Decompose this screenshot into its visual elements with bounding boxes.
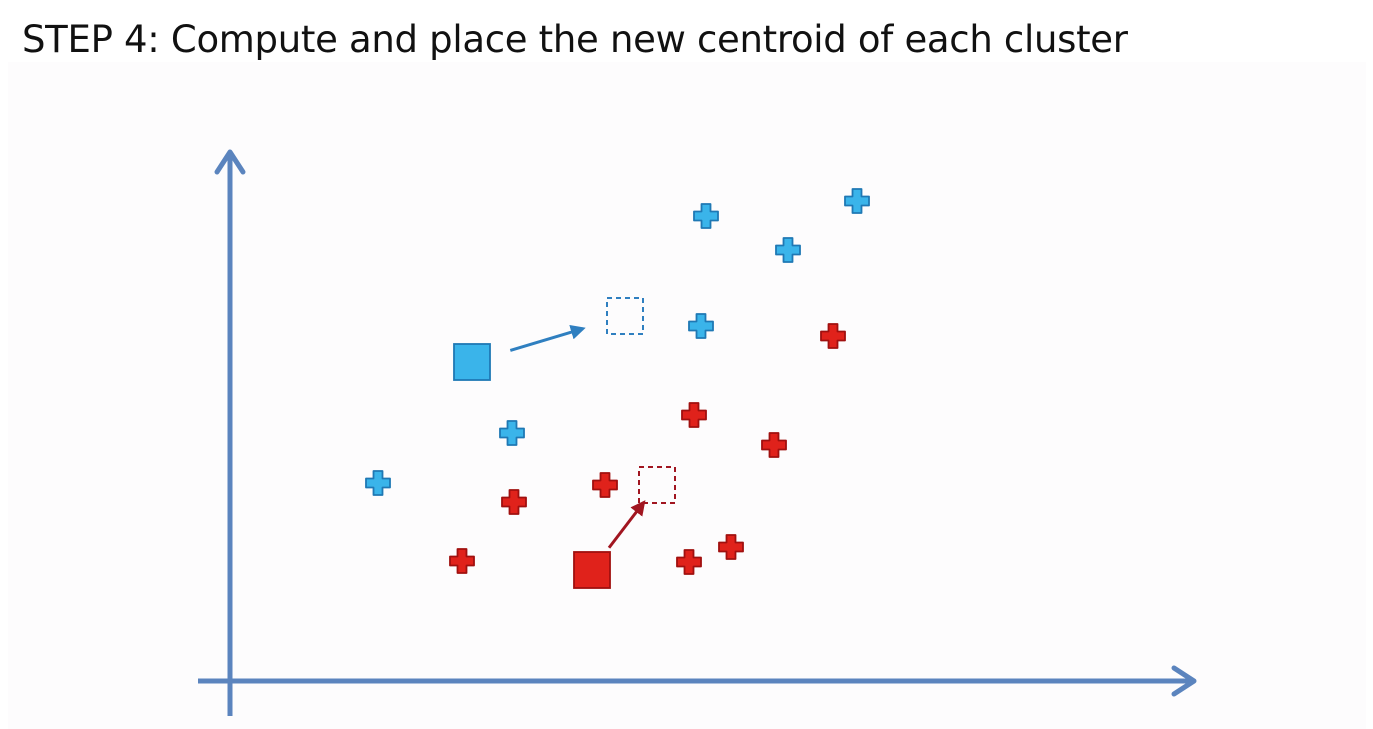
y-axis-arrowhead (214, 149, 246, 175)
points-layer (365, 188, 870, 575)
red-new-centroid (638, 466, 676, 504)
red-point-5 (501, 489, 527, 515)
diagram-panel (8, 62, 1366, 729)
blue-point-5 (499, 420, 525, 446)
x-axis-arrowhead (1171, 665, 1197, 697)
red-point-4 (592, 472, 618, 498)
red-old-centroid (573, 551, 611, 589)
red-point-7 (718, 534, 744, 560)
blue-point-6 (365, 470, 391, 496)
red-point-1 (820, 323, 846, 349)
red-point-8 (676, 549, 702, 575)
blue-point-2 (844, 188, 870, 214)
blue-new-centroid (606, 297, 644, 335)
blue-centroid-move-arrow (509, 324, 586, 352)
blue-point-3 (775, 237, 801, 263)
axes (198, 149, 1197, 716)
blue-point-4 (688, 313, 714, 339)
red-centroid-move-arrow (607, 500, 646, 549)
red-point-3 (761, 432, 787, 458)
red-point-2 (681, 402, 707, 428)
centroids-layer (453, 297, 676, 589)
slide-title: STEP 4: Compute and place the new centro… (22, 18, 1128, 61)
blue-point-1 (693, 203, 719, 229)
blue-old-centroid (453, 343, 491, 381)
red-point-6 (449, 548, 475, 574)
